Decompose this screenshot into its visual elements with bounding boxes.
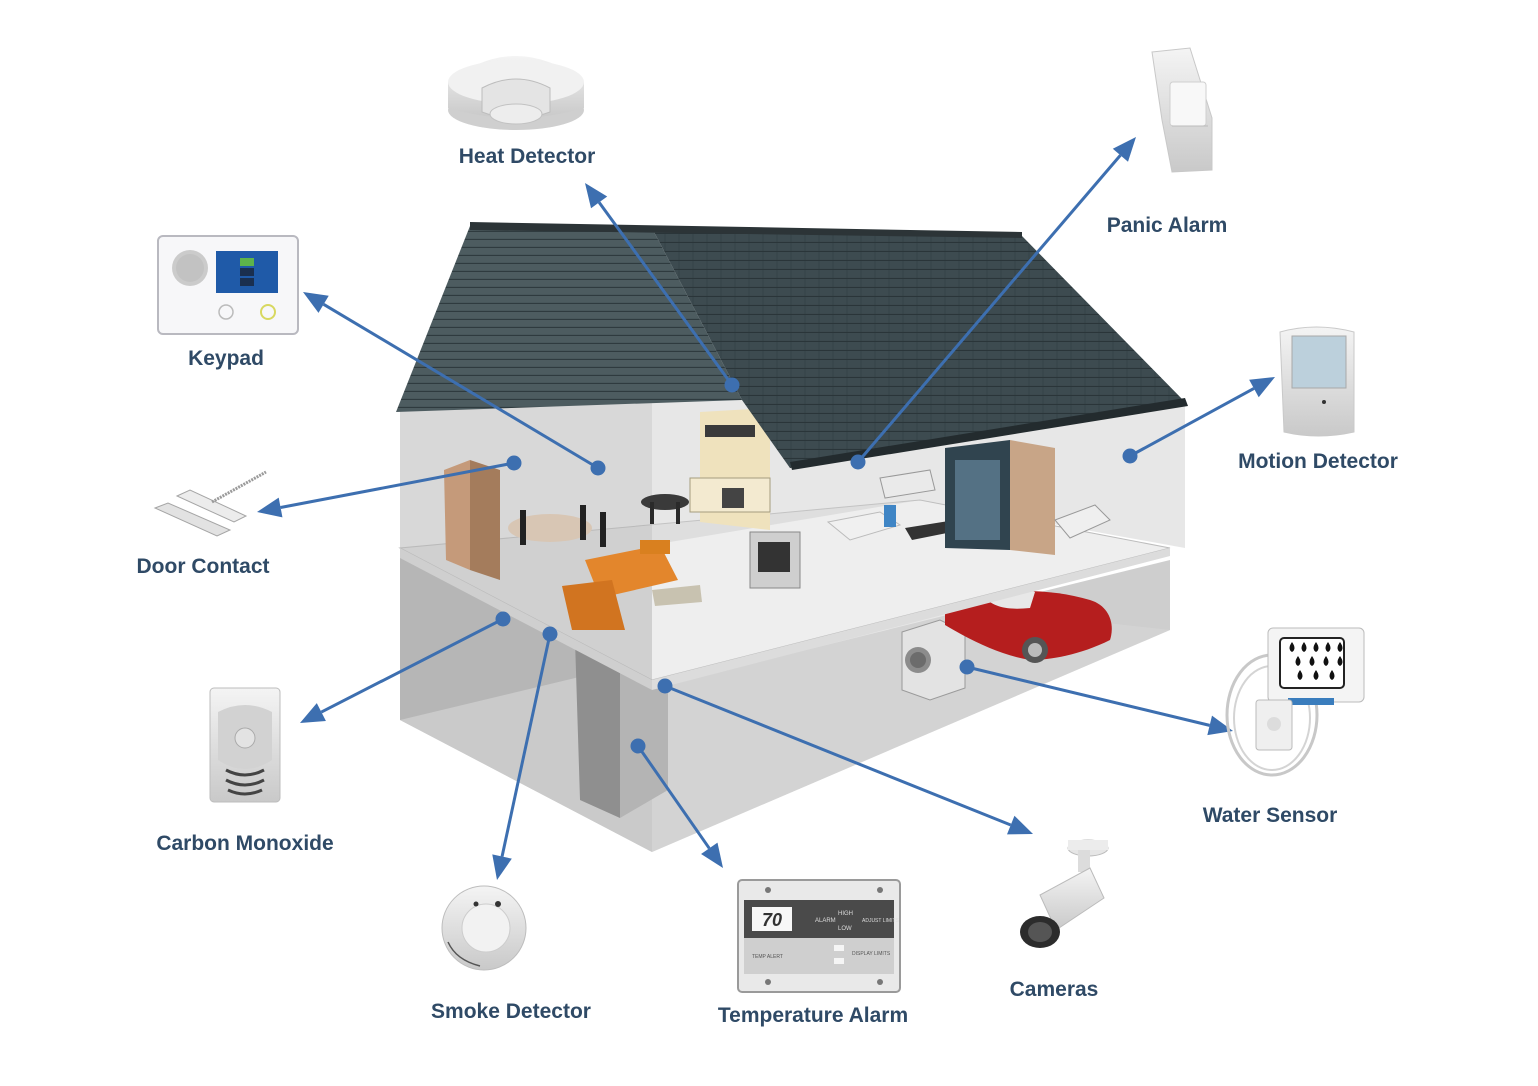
water-drop	[1295, 656, 1301, 666]
anchor-dot-panic-alarm[interactable]	[850, 454, 866, 470]
wardrobe	[945, 440, 1055, 555]
panic-alarm-icon[interactable]	[1151, 47, 1213, 173]
water-drop	[1313, 670, 1319, 680]
arrow-line-cameras	[664, 684, 1012, 827]
arrowhead-motion-detector	[1249, 377, 1275, 398]
arrow-line-keypad	[322, 303, 599, 470]
small-table	[641, 494, 689, 524]
arrowhead-keypad	[303, 292, 329, 313]
anchor-dot-smoke-detector[interactable]	[542, 626, 558, 642]
temperature-alarm-icon[interactable]: 70 ALARM HIGH LOW ADJUST LIMITS TEMP ALE…	[737, 879, 901, 993]
display-label: DISPLAY LIMITS	[852, 951, 891, 957]
water-drop	[1313, 642, 1319, 652]
label-keypad: Keypad	[188, 347, 264, 370]
anchor-dot-water-sensor[interactable]	[959, 659, 975, 675]
orange-sofa	[562, 540, 678, 630]
water-drop	[1329, 670, 1335, 680]
bookshelf	[444, 460, 500, 580]
label-carbon-monoxide: Carbon Monoxide	[156, 832, 334, 855]
label-panic-alarm: Panic Alarm	[1106, 214, 1228, 237]
arrowhead-water-sensor	[1207, 715, 1233, 736]
roof-ridge	[470, 222, 1022, 238]
anchor-dot-motion-detector[interactable]	[1122, 448, 1138, 464]
arrowhead-carbon-monoxide	[300, 703, 326, 723]
washing-machine	[901, 619, 966, 701]
label-motion-detector: Motion Detector	[1238, 450, 1398, 473]
label-door-contact: Door Contact	[136, 555, 270, 578]
water-drop	[1309, 656, 1315, 666]
arrowhead-cameras	[1007, 815, 1033, 835]
tv-unit	[749, 531, 801, 589]
water-drop	[1325, 642, 1331, 652]
arrow-line-panic-alarm	[856, 154, 1122, 463]
water-drop	[1289, 642, 1295, 652]
anchor-dot-temperature-alarm[interactable]	[630, 738, 646, 754]
connector-arrows	[257, 137, 1275, 880]
alarm-label: ALARM	[815, 918, 836, 924]
arrow-line-smoke-detector	[500, 633, 552, 857]
arrow-line-carbon-monoxide	[320, 617, 504, 714]
water-drop	[1337, 642, 1343, 652]
anchor-dot-carbon-monoxide[interactable]	[495, 611, 511, 627]
house-illustration	[396, 222, 1188, 852]
upper-floor-edge	[400, 548, 652, 690]
label-cameras: Cameras	[1009, 978, 1099, 1001]
water-drop	[1337, 656, 1343, 666]
water-drop	[1323, 656, 1329, 666]
anchor-dot-heat-detector[interactable]	[724, 377, 740, 393]
arrow-line-door-contact	[280, 461, 515, 509]
arrowhead-door-contact	[257, 497, 283, 518]
water-sensor-icon[interactable]	[1225, 627, 1365, 777]
roof-left-slope	[396, 226, 742, 412]
arrow-line-motion-detector	[1129, 387, 1255, 458]
kitchen	[689, 408, 771, 530]
anchor-dot-keypad[interactable]	[590, 460, 606, 476]
motion-detector-icon[interactable]	[1279, 326, 1355, 437]
label-water-sensor: Water Sensor	[1202, 804, 1338, 827]
water-drops-glyph	[1289, 642, 1343, 680]
brand-label: TEMP ALERT	[752, 954, 783, 960]
heat-detector-icon[interactable]	[448, 56, 584, 130]
arrowhead-heat-detector	[585, 183, 608, 209]
water-drop	[1297, 670, 1303, 680]
arrowhead-temperature-alarm	[701, 842, 723, 868]
roof-eave	[790, 398, 1188, 470]
label-heat-detector: Heat Detector	[458, 145, 596, 168]
bed	[879, 469, 1111, 539]
door-contact-icon[interactable]	[153, 470, 267, 537]
co-detector-icon[interactable]	[209, 687, 281, 803]
arrow-line-heat-detector	[597, 201, 734, 386]
temperature-reading: 70	[762, 910, 782, 930]
arrowhead-smoke-detector	[492, 854, 512, 880]
adjust-label: ADJUST LIMITS	[862, 918, 900, 924]
high-label: HIGH	[838, 911, 853, 917]
upper-floor-edge-right	[652, 548, 1170, 690]
roof-main-slope	[652, 228, 1185, 468]
keypad-icon[interactable]	[157, 235, 299, 335]
basement-column	[575, 640, 620, 818]
low-label: LOW	[838, 926, 852, 932]
label-smoke-detector: Smoke Detector	[431, 1000, 591, 1023]
label-temperature-alarm: Temperature Alarm	[717, 1004, 909, 1027]
arrowhead-panic-alarm	[1112, 137, 1136, 162]
arrow-line-water-sensor	[966, 665, 1211, 727]
water-drop	[1301, 642, 1307, 652]
arrow-line-temperature-alarm	[636, 745, 711, 850]
anchor-dot-cameras[interactable]	[657, 678, 673, 694]
coffee-table	[652, 585, 702, 606]
smoke-detector-icon[interactable]	[441, 885, 527, 971]
anchor-dot-door-contact[interactable]	[506, 455, 522, 471]
camera-icon[interactable]	[1020, 839, 1109, 948]
dining-table	[508, 505, 606, 547]
